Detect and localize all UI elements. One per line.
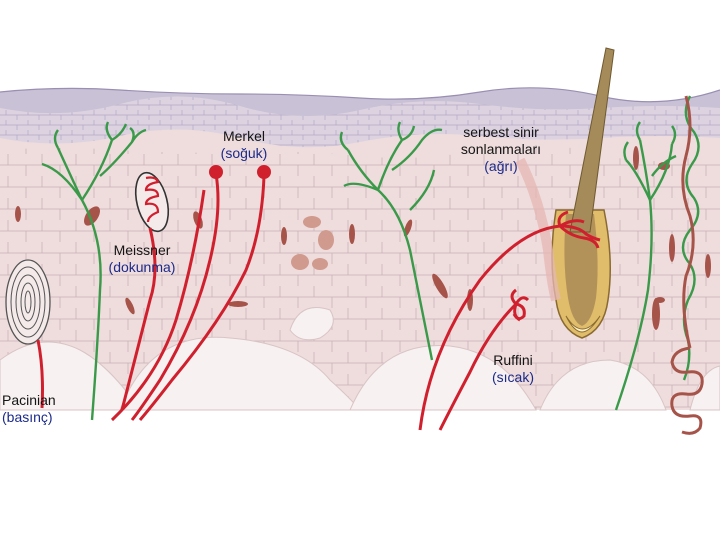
vessel bbox=[303, 216, 321, 228]
vessel bbox=[403, 219, 413, 237]
ruffini-function: (sıcak) bbox=[492, 369, 534, 385]
vessel bbox=[705, 254, 711, 278]
merkel-disc bbox=[209, 165, 223, 179]
sweat-gland-coil bbox=[670, 95, 704, 435]
vessel bbox=[318, 230, 334, 250]
fat-lobule bbox=[539, 359, 667, 411]
pacinian-capsule bbox=[5, 259, 51, 345]
merkel-name: Merkel bbox=[222, 128, 265, 144]
vessel bbox=[125, 297, 135, 315]
free-nerve-trunk bbox=[56, 147, 102, 421]
free-nerve-branch bbox=[623, 121, 677, 201]
vessel bbox=[669, 234, 675, 262]
vessel bbox=[655, 297, 665, 303]
merkel-label: Merkel (soğuk) bbox=[206, 128, 282, 162]
merkel-nerve bbox=[138, 175, 266, 421]
skin-surface bbox=[0, 87, 720, 117]
blood-vessels bbox=[15, 146, 711, 330]
free-nerve-function: (ağrı) bbox=[484, 158, 518, 174]
merkel-function: (soğuk) bbox=[220, 145, 268, 161]
heat-ending bbox=[557, 210, 601, 249]
merkel-disc bbox=[257, 165, 271, 179]
vessel bbox=[633, 146, 639, 170]
ruffini-nerve bbox=[438, 302, 518, 431]
vessel bbox=[15, 206, 21, 222]
free-nerve-branch bbox=[339, 121, 443, 211]
pacinian-nerve bbox=[36, 339, 44, 409]
free-nerve-branch bbox=[41, 121, 147, 201]
ruffini-label: Ruffini (sıcak) bbox=[478, 352, 548, 386]
sweat-coil bbox=[670, 346, 704, 435]
arrector-muscle bbox=[515, 157, 561, 302]
vessel bbox=[652, 298, 660, 330]
meissner-name: Meissner bbox=[113, 242, 171, 258]
ruffini-name: Ruffini bbox=[493, 352, 533, 368]
vessel bbox=[349, 224, 355, 244]
merkel-nerve bbox=[130, 173, 220, 421]
pacinian-corpuscle bbox=[5, 259, 51, 409]
meissner-corpuscle bbox=[120, 171, 170, 411]
meissner-nerve bbox=[120, 227, 157, 411]
fat-lobule bbox=[119, 336, 362, 411]
free-nerve-endings-label: serbest sinir sonlanmaları (ağrı) bbox=[444, 124, 558, 175]
fat-lobule bbox=[349, 345, 537, 411]
vessel bbox=[228, 301, 248, 307]
vessel bbox=[84, 206, 100, 226]
fat-lobule bbox=[689, 365, 720, 411]
pacinian-name: Pacinian bbox=[2, 392, 56, 408]
free-nerve-trunk bbox=[614, 139, 653, 411]
follicle-inner bbox=[564, 214, 598, 326]
pacinian-label: Pacinian (basınç) bbox=[2, 392, 74, 426]
sweat-duct bbox=[681, 95, 695, 349]
ruffini-ending bbox=[510, 288, 530, 322]
free-nerve-name-line1: serbest sinir bbox=[463, 124, 539, 140]
vessel bbox=[432, 273, 448, 299]
free-nerve-endings bbox=[41, 95, 700, 421]
heat-nerve bbox=[418, 224, 561, 431]
merkel-discs bbox=[110, 165, 271, 422]
vessel bbox=[291, 254, 309, 270]
fat-lobule bbox=[289, 307, 334, 341]
vessel bbox=[312, 258, 328, 270]
ruffini-endings bbox=[418, 210, 601, 431]
merkel-nerve bbox=[110, 189, 206, 422]
pacinian-function: (basınç) bbox=[2, 409, 53, 425]
fat-lobules bbox=[0, 307, 720, 411]
hair-bulb bbox=[565, 315, 601, 333]
vessel bbox=[281, 227, 287, 245]
free-nerve-trunk bbox=[346, 149, 434, 361]
free-nerve-name-line2: sonlanmaları bbox=[460, 141, 542, 157]
meissner-function: (dokunma) bbox=[108, 259, 176, 275]
meissner-coil bbox=[144, 176, 160, 223]
meissner-capsule bbox=[134, 171, 170, 233]
meissner-label: Meissner (dokunma) bbox=[96, 242, 188, 276]
